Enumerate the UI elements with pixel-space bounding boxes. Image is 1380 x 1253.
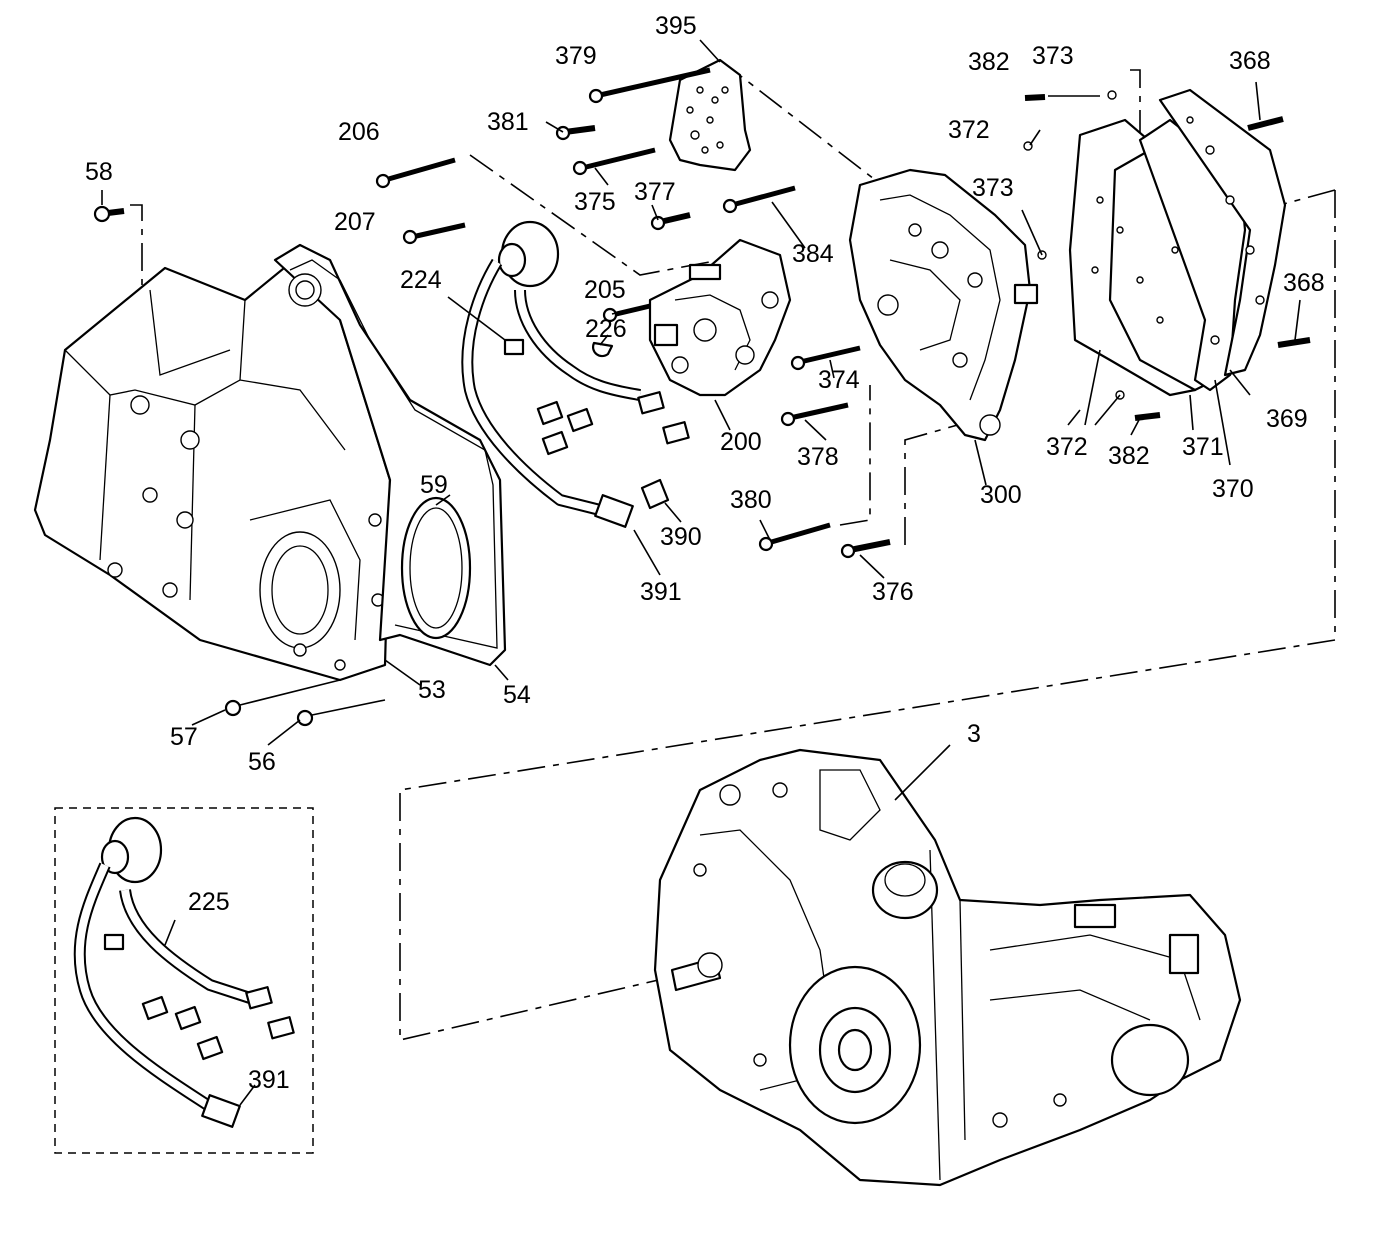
callout-379: 379: [555, 42, 597, 70]
callout-207: 207: [334, 208, 376, 236]
callout-54: 54: [503, 681, 531, 709]
callout-376: 376: [872, 578, 914, 606]
callout-224: 224: [400, 266, 442, 294]
callout-390: 390: [660, 523, 702, 551]
inset-harness-225: [54, 807, 314, 1154]
case-cover-53: [33, 253, 392, 682]
callout-368b: 368: [1283, 269, 1325, 297]
wiring-harness-224: [461, 220, 690, 528]
callout-labels: 3 53 54 56 57 58 59 200 205 206 207 224 …: [85, 12, 1325, 1094]
clip-226: [592, 341, 614, 358]
callout-371: 371: [1182, 433, 1224, 461]
callout-369: 369: [1266, 405, 1308, 433]
callout-225: 225: [188, 888, 230, 916]
callout-372a: 372: [948, 116, 990, 144]
callout-53: 53: [418, 676, 446, 704]
callout-377: 377: [634, 178, 676, 206]
callout-206: 206: [338, 118, 380, 146]
callout-391a: 391: [640, 578, 682, 606]
callout-380: 380: [730, 486, 772, 514]
callout-374: 374: [818, 366, 860, 394]
callout-300: 300: [980, 481, 1022, 509]
callout-382b: 382: [1108, 442, 1150, 470]
callout-370: 370: [1212, 475, 1254, 503]
callout-3: 3: [967, 720, 981, 748]
callout-395: 395: [655, 12, 697, 40]
valve-body-300: [848, 168, 1039, 442]
solenoid-body-200: [648, 238, 792, 397]
plate-395: [668, 58, 752, 172]
fasteners: [93, 67, 1311, 727]
callout-205: 205: [584, 276, 626, 304]
callout-58: 58: [85, 158, 113, 186]
callout-373b: 373: [972, 174, 1014, 202]
spacer-plate-stack: [1023, 88, 1287, 400]
callout-368a: 368: [1229, 47, 1271, 75]
callout-375: 375: [574, 188, 616, 216]
callout-382a: 382: [968, 48, 1010, 76]
callout-226: 226: [585, 315, 627, 343]
callout-384: 384: [792, 240, 834, 268]
transaxle-assembly-3: [653, 748, 1242, 1187]
leader-lines: [101, 39, 1301, 1106]
seal-59: [400, 496, 472, 640]
callout-391b: 391: [248, 1066, 290, 1094]
harness-clip-390: [640, 478, 670, 510]
callout-59: 59: [420, 471, 448, 499]
callout-373a: 373: [1032, 42, 1074, 70]
callout-200: 200: [720, 428, 762, 456]
callout-56: 56: [248, 748, 276, 776]
callout-372b: 372: [1046, 433, 1088, 461]
callout-381: 381: [487, 108, 529, 136]
callout-57: 57: [170, 723, 198, 751]
callout-378: 378: [797, 443, 839, 471]
